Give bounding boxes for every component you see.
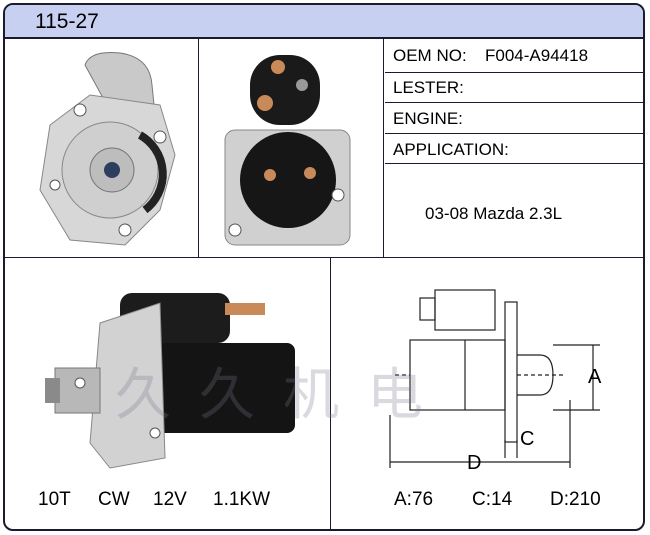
oem-label: OEM NO: [393,46,467,65]
dim-value-d: D:210 [550,489,601,510]
spec-row-line-1 [385,72,643,73]
starter-front-photo [39,52,176,246]
dim-value-a: A:76 [394,489,434,510]
starter-side-photo [45,293,295,469]
dim-value-c: C:14 [472,489,513,510]
part-number-title: 115-27 [35,10,99,33]
spec-row-line-3 [385,133,643,134]
oem-value: F004-A94418 [485,46,589,65]
product-sheet: 115-27 OEM NO: F004-A94418 LESTER: ENGIN… [3,3,645,531]
divider-middle [5,257,643,258]
rating-teeth: 10T [38,489,71,510]
header-bar: 115-27 [5,5,643,39]
lester-label: LESTER: [393,78,464,97]
dim-label-a: A [588,366,602,388]
rating-voltage: 12V [153,489,187,510]
application-label: APPLICATION: [393,140,509,159]
watermark: 久久机电 [115,363,451,428]
engine-label: ENGINE: [393,109,463,128]
spec-row-line-2 [385,102,643,103]
application-value: 03-08 Mazda 2.3L [425,204,563,223]
rating-rotation: CW [98,489,130,510]
dim-label-c: C [520,428,535,450]
dim-label-d: D [467,452,482,474]
dimension-drawing [389,289,600,468]
starter-rear-photo [224,55,351,246]
divider-bottom [330,257,331,529]
spec-row-line-4 [385,163,643,164]
divider-top-1 [198,39,199,257]
rating-power: 1.1KW [213,489,271,510]
divider-top-2 [383,39,384,257]
